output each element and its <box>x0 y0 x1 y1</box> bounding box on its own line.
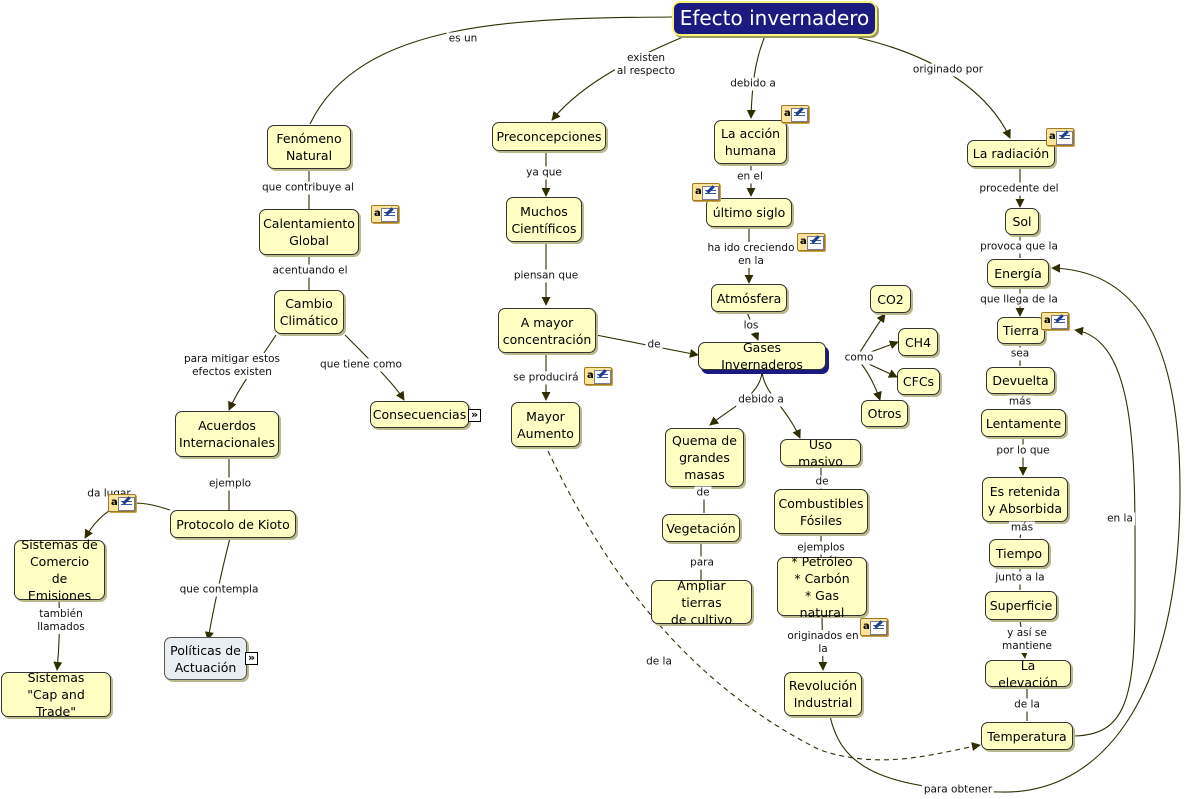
node-devuelta[interactable]: Devuelta <box>986 367 1055 394</box>
node-petroleo-carbon-gas[interactable]: * Petróleo * Carbón * Gas natural <box>777 554 867 620</box>
link-label-es-un: es un <box>446 32 480 46</box>
link-label-acentuando: acentuando el <box>270 264 350 278</box>
node-superficie[interactable]: Superficie <box>985 591 1057 620</box>
node-protocolo-kioto[interactable]: Protocolo de Kioto <box>170 510 296 538</box>
node-cambio-climatico[interactable]: Cambio Climático <box>274 290 344 334</box>
node-cap-and-trade[interactable]: Sistemas "Cap and Trade" <box>1 670 111 719</box>
node-mayor-concentracion[interactable]: A mayor concentración <box>498 308 596 353</box>
expand-politicas-icon[interactable]: » <box>245 652 258 665</box>
link-label-en-el: en el <box>735 170 765 184</box>
annotation-note-icon[interactable]: a <box>781 105 809 123</box>
node-uso-masivo[interactable]: Uso masivo <box>780 437 861 469</box>
link-label-contribuye: que contribuye al <box>259 181 357 195</box>
node-tierra[interactable]: Tierra <box>997 317 1045 344</box>
link-label-contempla: que contempla <box>177 583 261 597</box>
link-label-de-la-dashed: de la <box>644 655 674 669</box>
node-politicas-actuacion[interactable]: Políticas de Actuación <box>164 637 247 680</box>
annotation-note-icon[interactable]: a <box>692 183 720 201</box>
annotation-note-icon[interactable]: a <box>584 367 612 385</box>
link-label-de-quema: de <box>694 486 712 500</box>
node-revolucion-industrial[interactable]: Revolución Industrial <box>784 672 862 716</box>
node-lentamente[interactable]: Lentamente <box>981 409 1066 437</box>
link-label-existen: existen al respecto <box>614 52 678 78</box>
link-label-como: como <box>842 351 876 365</box>
link-label-ya-que: ya que <box>524 166 564 180</box>
edge-gases-co2 <box>859 313 886 353</box>
annotation-note-icon[interactable]: a <box>860 618 888 636</box>
node-mayor-aumento[interactable]: Mayor Aumento <box>511 402 580 447</box>
node-preconcepciones[interactable]: Preconcepciones <box>492 122 606 151</box>
link-label-para-obtener: para obtener <box>921 783 995 797</box>
link-label-de-uso: de <box>813 475 831 489</box>
root-node-efecto-invernadero[interactable]: Efecto invernadero <box>672 1 877 36</box>
link-label-debido-a-gases: debido a <box>736 393 786 407</box>
node-la-radiacion[interactable]: La radiación <box>967 140 1055 167</box>
link-label-asi: y así se mantiene <box>1000 627 1054 653</box>
link-label-mas1: más <box>1006 395 1034 409</box>
annotation-note-icon[interactable]: a <box>797 233 825 251</box>
link-label-debido-a-top: debido a <box>728 77 778 91</box>
edge-gases-otros <box>859 361 882 401</box>
node-tiempo[interactable]: Tiempo <box>989 539 1049 567</box>
link-label-se-producira: se producirá <box>511 371 581 385</box>
link-label-ejemplos: ejemplos <box>795 541 847 555</box>
node-gases-invernaderos[interactable]: Gases Invernaderos <box>698 340 826 372</box>
node-ampliar-tierras[interactable]: Ampliar tierras de cultivo <box>651 578 752 627</box>
link-label-mas2: más <box>1008 521 1036 535</box>
edge-revolucion-temperatura <box>829 263 1181 793</box>
expand-consecuencias-icon[interactable]: » <box>468 409 481 422</box>
edge-aumento-temperatura <box>547 450 981 761</box>
node-sol[interactable]: Sol <box>1005 208 1039 235</box>
node-vegetacion[interactable]: Vegetación <box>662 514 740 542</box>
node-sistemas-comercio[interactable]: Sistemas de Comercio de Emisiones <box>14 537 105 603</box>
annotation-note-icon[interactable]: a <box>1041 312 1069 330</box>
node-otros[interactable]: Otros <box>861 400 908 427</box>
link-label-llega: que llega de la <box>978 293 1060 307</box>
link-label-creciendo: ha ido creciendo en la <box>705 242 797 268</box>
link-label-junto: junto a la <box>993 571 1047 585</box>
link-label-en-la: en la <box>1105 512 1135 526</box>
edge-root-fenomeno <box>309 16 673 125</box>
node-muchos-cientificos[interactable]: Muchos Científicos <box>506 197 582 242</box>
link-label-originados: originados en la <box>785 630 861 656</box>
link-label-sea: sea <box>1008 347 1032 361</box>
node-acuerdos-internacionales[interactable]: Acuerdos Internacionales <box>175 411 279 457</box>
annotation-note-icon[interactable]: a <box>1046 128 1074 146</box>
node-accion-humana[interactable]: La acción humana <box>714 120 787 164</box>
link-label-los: los <box>741 319 761 333</box>
link-label-por-lo-que: por lo que <box>994 444 1052 458</box>
link-label-de-gases: de <box>645 338 663 352</box>
node-la-elevacion[interactable]: La elevación <box>985 658 1071 690</box>
link-label-para: para <box>688 556 716 570</box>
node-temperatura[interactable]: Temperatura <box>981 722 1073 750</box>
edge-temperatura-tierra <box>1073 326 1136 737</box>
node-consecuencias[interactable]: Consecuencias <box>370 401 469 428</box>
edge-sistemas-cap <box>53 599 63 671</box>
edge-root-preconcepciones <box>551 33 691 121</box>
edge-root-accion <box>746 35 766 119</box>
link-label-tiene-como: que tiene como <box>318 358 404 372</box>
link-label-de-la: de la <box>1012 698 1042 712</box>
node-quema-grandes-masas[interactable]: Quema de grandes masas <box>665 428 744 487</box>
node-fenomeno-natural[interactable]: Fenómeno Natural <box>267 125 351 169</box>
link-label-procedente: procedente del <box>977 182 1061 196</box>
node-ch4[interactable]: CH4 <box>898 328 938 356</box>
annotation-note-icon[interactable]: a <box>108 494 136 512</box>
link-label-provoca: provoca que la <box>978 240 1060 254</box>
node-co2[interactable]: CO2 <box>870 285 911 313</box>
edge-root-radiacion <box>849 35 1011 139</box>
link-label-mitigar: para mitigar estos efectos existen <box>181 353 283 379</box>
node-cfcs[interactable]: CFCs <box>897 368 940 395</box>
node-combustibles-fosiles[interactable]: Combustibles Fósiles <box>774 489 868 534</box>
node-ultimo-siglo[interactable]: último siglo <box>706 198 792 227</box>
link-label-tambien: también llamados <box>35 608 87 634</box>
node-energia[interactable]: Energía <box>987 259 1049 287</box>
annotation-note-icon[interactable]: a <box>371 205 399 223</box>
link-label-ejemplo: ejemplo <box>206 477 254 491</box>
node-retenida-absorbida[interactable]: Es retenida y Absorbida <box>982 477 1068 522</box>
link-label-originado-por: originado por <box>910 63 986 77</box>
node-atmosfera[interactable]: Atmósfera <box>711 284 787 312</box>
link-label-piensan: piensan que <box>511 269 581 283</box>
node-calentamiento-global[interactable]: Calentamiento Global <box>259 209 359 255</box>
